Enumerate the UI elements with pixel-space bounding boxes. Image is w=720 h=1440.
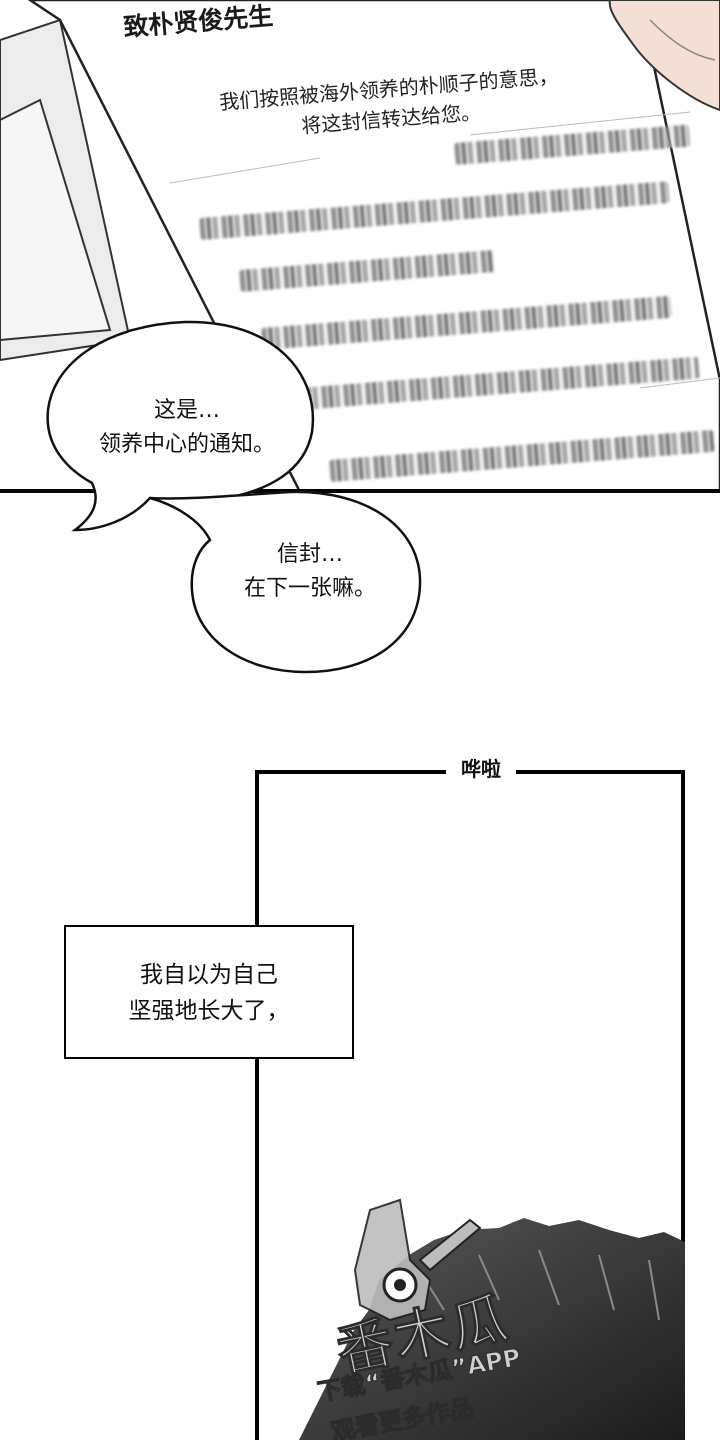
caption-line-2: 坚强地长大了，	[128, 998, 290, 1024]
panel-divider	[0, 489, 720, 493]
bubble-1-line-2: 领养中心的通知。	[98, 432, 275, 457]
watermark-mascot-icon	[353, 1198, 482, 1322]
speech-bubble-2	[149, 490, 422, 674]
bubble-2-line-2: 在下一张嘛。	[243, 576, 376, 601]
sound-effect-text: 哗啦	[446, 756, 516, 782]
bubble-1-line-1: 这是…	[153, 398, 220, 423]
caption-line-1: 我自以为自己	[140, 962, 278, 988]
speech-bubble-1	[46, 320, 315, 532]
narration-caption: 我自以为自己 坚强地长大了，	[64, 925, 354, 1059]
speech-bubble-2-text: 信封… 在下一张嘛。	[205, 538, 415, 606]
speech-bubble-1-text: 这是… 领养中心的通知。	[62, 394, 312, 462]
speech-bubbles	[46, 320, 422, 674]
bubble-2-line-1: 信封…	[276, 542, 343, 567]
